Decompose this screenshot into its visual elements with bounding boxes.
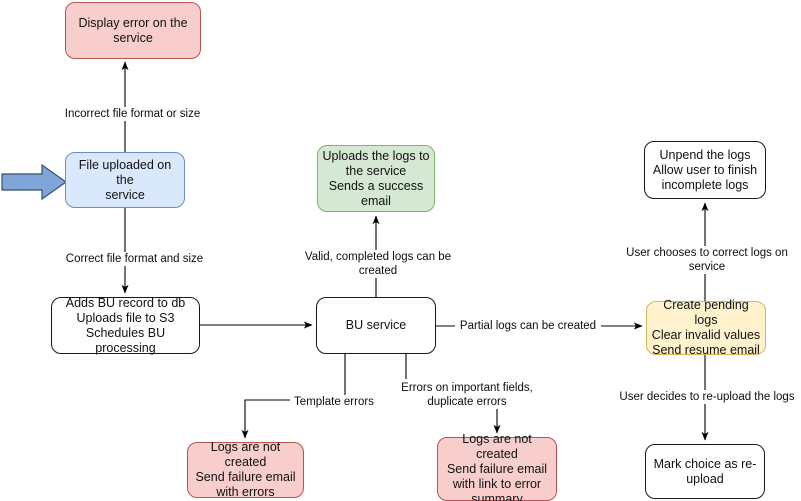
node-display-error[interactable]: Display error on the service <box>65 2 201 59</box>
edge-label-incorrect-file-format: Incorrect file format or size <box>53 107 212 121</box>
edge-label-user-corrects-logs: User chooses to correct logs on service <box>609 246 801 274</box>
node-file-uploaded[interactable]: File uploaded on the service <box>65 152 185 208</box>
entry-arrow-icon <box>1 163 68 201</box>
node-uploads-logs[interactable]: Uploads the logs to the service Sends a … <box>317 145 435 212</box>
edge-label-partial-logs: Partial logs can be created <box>455 319 601 333</box>
node-mark-choice-reupload[interactable]: Mark choice as re- upload <box>645 444 765 499</box>
edge-label-user-decides-reupload: User decides to re-upload the logs <box>615 390 799 404</box>
node-adds-bu-record[interactable]: Adds BU record to db Uploads file to S3 … <box>51 296 200 355</box>
edge-label-errors-important-fields: Errors on important fields, duplicate er… <box>392 381 542 409</box>
edge-label-correct-file-format: Correct file format and size <box>55 252 214 266</box>
edge-label-template-errors: Template errors <box>290 395 378 409</box>
node-bu-service[interactable]: BU service <box>316 297 436 354</box>
node-logs-not-created-fields[interactable]: Logs are not created Send failure email … <box>437 432 557 501</box>
node-create-pending-logs[interactable]: Create pending logs Clear invalid values… <box>646 298 766 357</box>
node-unpend-logs[interactable]: Unpend the logs Allow user to finish inc… <box>644 141 766 199</box>
edge-label-valid-completed-logs: Valid, completed logs can be created <box>283 250 473 278</box>
node-logs-not-created-template[interactable]: Logs are not created Send failure email … <box>187 440 304 499</box>
